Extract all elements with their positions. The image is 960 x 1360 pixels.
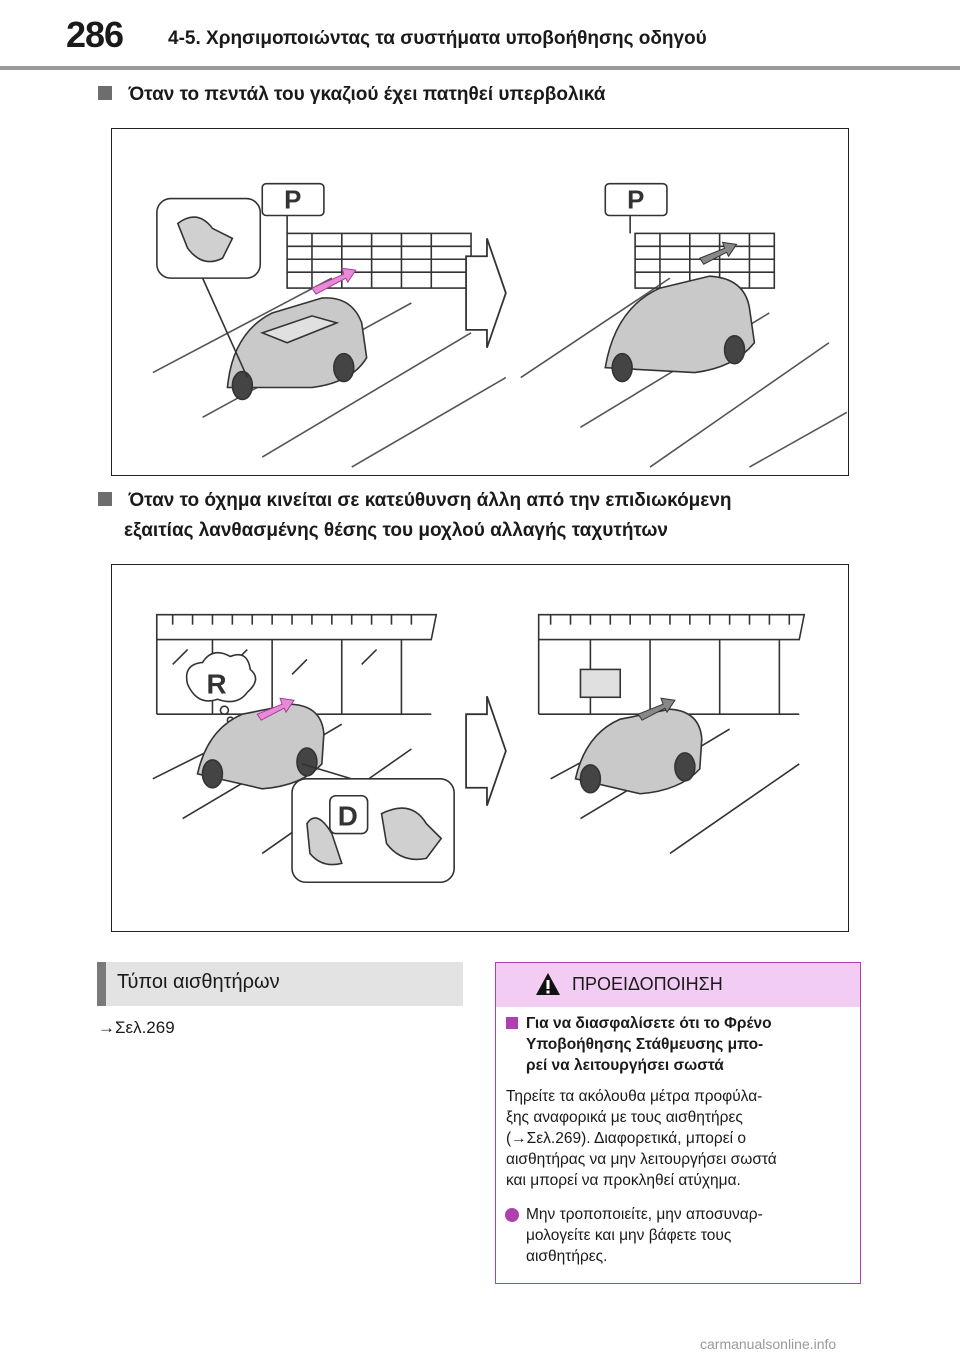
warning-box: ΠΡΟΕΙΔΟΠΟΙΗΣΗ Για να διασφαλίσετε ότι το… (495, 962, 861, 1284)
magenta-square-bullet-icon (506, 1017, 518, 1029)
warning-paragraph-2: ξης αναφορικά με τους αισθητήρες (506, 1109, 743, 1126)
square-bullet-icon (98, 86, 112, 100)
warning-paragraph-1: Τηρείτε τα ακόλουθα μέτρα προφύλα- (506, 1088, 763, 1105)
sensor-types-box: Τύποι αισθητήρων (97, 962, 463, 1006)
figure-2-illustration: R D (152, 613, 806, 884)
gear-letter: D (338, 801, 358, 832)
warning-paragraph-4: αισθητήρας να μην λειτουργήσει σωστά (506, 1151, 777, 1168)
warning-bullet-heading-3: ρεί να λειτουργήσει σωστά (526, 1057, 724, 1074)
warning-bullet-text-3: αισθητήρες. (526, 1248, 608, 1265)
sensor-box-bar (97, 962, 106, 1006)
section-title: 4-5. Χρησιμοποιώντας τα συστήματα υποβοή… (168, 28, 707, 49)
magenta-dot-bullet-icon (505, 1208, 519, 1222)
page-number: 286 (66, 14, 124, 55)
warning-triangle-icon (536, 973, 560, 995)
warning-paragraph-3: (→Σελ.269). Διαφορετικά, μπορεί ο (506, 1130, 746, 1147)
right-arrow-icon: → (98, 1018, 115, 1037)
warning-title: ΠΡΟΕΙΔΟΠΟΙΗΣΗ (572, 974, 723, 994)
sign-letter-left: P (284, 187, 301, 215)
sensor-types-title: Τύποι αισθητήρων (117, 971, 280, 993)
figure-wrong-gear: R D (111, 564, 849, 932)
section2-heading-line2: εξαιτίας λανθασμένης θέσης του μοχλού αλ… (124, 520, 668, 541)
warning-bullet-text-1: Μην τροποποιείτε, μην αποσυναρ- (526, 1206, 763, 1223)
warning-paragraph-5: και μπορεί να προκληθεί ατύχημα. (506, 1172, 741, 1189)
page-reference-text: Σελ.269 (115, 1018, 175, 1037)
page-reference: →Σελ.269 (98, 1018, 175, 1038)
warning-bullet-heading-1: Για να διασφαλίσετε ότι το Φρένο (526, 1015, 772, 1032)
figure-1-illustration: P P (152, 182, 848, 468)
watermark: carmanualsonline.info (700, 1336, 837, 1352)
thought-letter: R (206, 668, 226, 699)
section1-heading: Όταν το πεντάλ του γκαζιού έχει πατηθεί … (98, 84, 605, 106)
warning-bullet-heading-2: Υποβοήθησης Στάθμευσης μπο- (526, 1036, 764, 1053)
warning-bullet-text-2: μολογείτε και μην βάφετε τους (526, 1227, 732, 1244)
sign-letter-right: P (627, 187, 644, 215)
figure-accelerator-pedal: P P (111, 128, 849, 476)
warning-header: ΠΡΟΕΙΔΟΠΟΙΗΣΗ (496, 963, 860, 1007)
header-rule (0, 66, 960, 70)
square-bullet-icon (98, 492, 112, 506)
section2-heading: Όταν το όχημα κινείται σε κατεύθυνση άλλ… (98, 490, 732, 512)
